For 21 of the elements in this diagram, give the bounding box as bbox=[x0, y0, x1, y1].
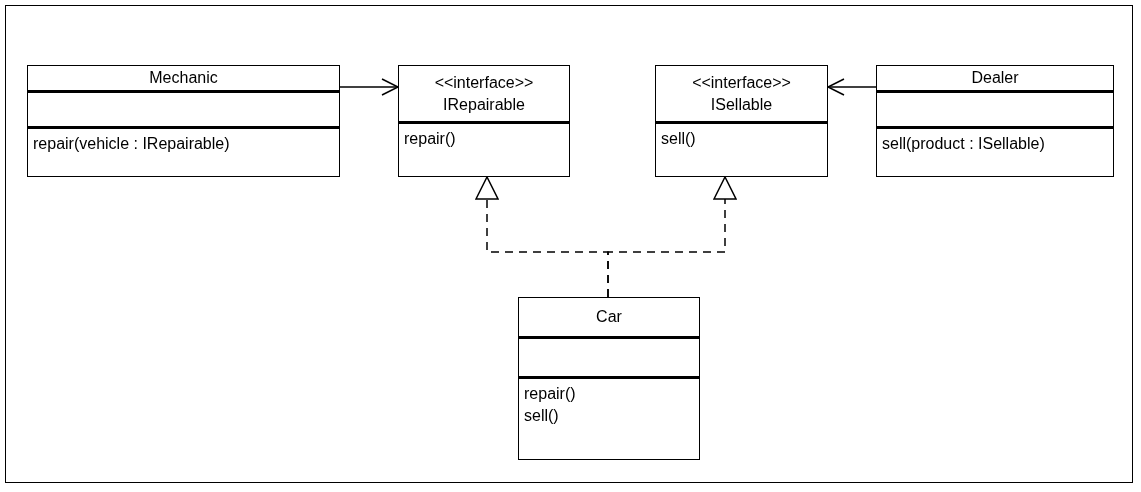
class-name: ISellable bbox=[710, 95, 773, 114]
method-signature: sell(product : ISellable) bbox=[882, 135, 1045, 153]
class-box bbox=[518, 297, 700, 460]
association-arrow bbox=[827, 78, 877, 96]
class-name: Car bbox=[596, 308, 622, 326]
interface-box bbox=[398, 65, 570, 177]
stereotype: <<interface>> bbox=[434, 73, 534, 92]
association-arrow bbox=[339, 78, 399, 96]
method-signature: sell() bbox=[661, 130, 696, 148]
class-name: IRepairable bbox=[443, 95, 525, 114]
stereotype: <<interface>> bbox=[692, 73, 791, 92]
class-name: Mechanic bbox=[149, 69, 218, 87]
interface-box bbox=[655, 65, 828, 177]
method-signature: repair() bbox=[524, 385, 576, 403]
realization-arrow bbox=[607, 176, 737, 298]
method-signature: repair() bbox=[404, 130, 456, 148]
method-signature: sell() bbox=[524, 407, 559, 425]
class-box bbox=[876, 65, 1114, 177]
class-name: Dealer bbox=[971, 69, 1019, 87]
method-signature: repair(vehicle : IRepairable) bbox=[33, 135, 230, 153]
class-box bbox=[27, 65, 340, 177]
